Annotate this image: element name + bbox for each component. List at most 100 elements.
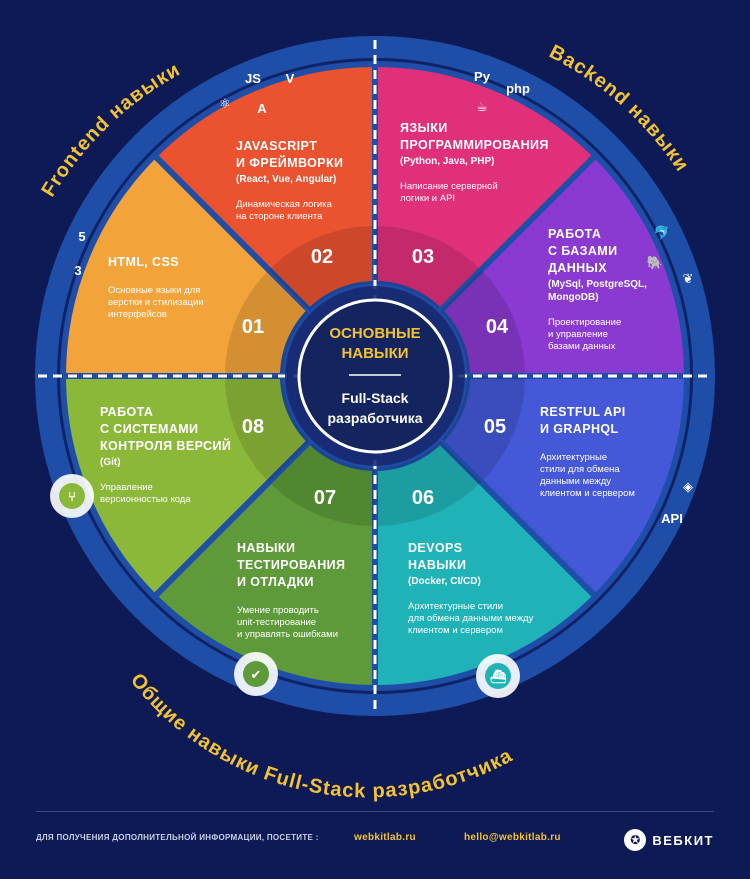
segment-description-04: и управление [548, 329, 608, 340]
svg-text:A: A [257, 101, 267, 116]
mysql-icon: 🐬 [654, 224, 670, 240]
segment-title-02: И ФРЕЙМВОРКИ [236, 155, 343, 170]
git-icon: ⑂ [50, 474, 94, 518]
center-title-2: НАВЫКИ [341, 345, 408, 362]
segment-title-08: С СИСТЕМАМИ [100, 422, 198, 436]
segment-inner-band-03 [375, 226, 482, 311]
segment-description-08: версионностью кода [100, 494, 191, 505]
segment-02 [150, 60, 378, 316]
center-title-1: ОСНОВНЫЕ [329, 325, 420, 342]
segment-title-08: РАБОТА [100, 405, 153, 419]
segment-description-01: верстки и стилизации [108, 297, 204, 308]
segment-description-02: Динамическая логика [236, 199, 333, 210]
segment-inner-band-07 [268, 441, 375, 526]
segment-description-01: Основные языки для [108, 285, 200, 296]
segment-title-02: JAVASCRIPT [236, 139, 317, 153]
docker-icon: ⛴ [476, 654, 520, 698]
segment-inner-band-01 [225, 269, 310, 376]
segment-title-05: И GRAPHQL [540, 422, 619, 436]
segment-subtitle-02: (React, Vue, Angular) [236, 174, 336, 185]
segment-description-03: Написание серверной [400, 181, 498, 192]
php-icon: php [506, 81, 530, 96]
svg-text:php: php [506, 81, 530, 96]
segment-03 [372, 60, 600, 316]
segment-number-01: 01 [242, 316, 264, 338]
segment-subtitle-06: (Docker, CI/CD) [408, 576, 481, 587]
svg-text:⑂: ⑂ [68, 489, 76, 504]
segment-description-05: стили для обмена [540, 464, 620, 475]
segment-description-05: данными между [540, 476, 611, 487]
svg-text:🐬: 🐬 [654, 224, 670, 240]
brand-logo-icon: ✪ [624, 829, 647, 851]
segment-description-02: на стороне клиента [236, 211, 323, 222]
segment-inner-band-02 [268, 226, 375, 311]
segment-number-03: 03 [412, 246, 434, 268]
footer-divider [36, 811, 714, 812]
segment-title-03: ПРОГРАММИРОВАНИЯ [400, 138, 549, 152]
segment-number-08: 08 [242, 416, 264, 438]
segment-description-08: Управление [100, 482, 153, 493]
center-circle [297, 298, 453, 454]
segment-description-05: Архитектурные [540, 452, 607, 463]
svg-text:☕: ☕ [476, 99, 488, 114]
svg-text:JS: JS [245, 71, 261, 86]
segment-04 [435, 151, 691, 379]
svg-text:⚛: ⚛ [219, 96, 231, 111]
check-circle-icon: ✔ [234, 652, 278, 696]
svg-text:🐘: 🐘 [647, 255, 663, 270]
svg-text:3: 3 [74, 263, 81, 278]
segment-inner-band-04 [440, 269, 525, 376]
brand-name: ВЕБКИТ [652, 832, 714, 848]
vue-icon: V [286, 71, 295, 86]
segment-title-04: ДАННЫХ [548, 261, 607, 275]
java-icon: ☕ [476, 99, 488, 114]
segment-subtitle-03: (Python, Java, PHP) [400, 156, 494, 167]
footer-email-link[interactable]: hello@webkitlab.ru [464, 832, 561, 843]
segment-inner-band-08 [225, 376, 310, 483]
svg-text:5: 5 [78, 229, 85, 244]
segment-title-03: ЯЗЫКИ [400, 121, 448, 135]
js-icon: JS [245, 71, 261, 86]
svg-text:⛴: ⛴ [490, 669, 507, 684]
segment-description-04: базами данных [548, 341, 616, 352]
footer-site-link[interactable]: webkitlab.ru [354, 832, 416, 843]
segment-number-07: 07 [314, 487, 336, 509]
segment-07 [150, 436, 378, 692]
segment-description-03: логики и API [400, 193, 455, 204]
svg-text:API: API [661, 511, 683, 526]
segment-number-04: 04 [486, 316, 509, 338]
segment-description-06: клиентом и сервером [408, 625, 503, 636]
segment-description-07: Умение проводить [237, 605, 319, 616]
angular-icon: A [257, 101, 267, 116]
segment-title-06: НАВЫКИ [408, 558, 466, 572]
segment-title-08: КОНТРОЛЯ ВЕРСИЙ [100, 438, 231, 453]
segment-05 [435, 373, 691, 601]
html5-icon: 5 [78, 229, 85, 244]
svg-text:Py: Py [474, 69, 491, 84]
segment-title-07: ТЕСТИРОВАНИЯ [237, 558, 345, 572]
footer-info: ДЛЯ ПОЛУЧЕНИЯ ДОПОЛНИТЕЛЬНОЙ ИНФОРМАЦИИ,… [36, 833, 319, 842]
segment-description-06: для обмена данными между [408, 613, 534, 624]
segment-title-07: И ОТЛАДКИ [237, 575, 314, 589]
segment-title-05: RESTFUL API [540, 405, 626, 419]
segment-subtitle-04: (MySql, PostgreSQL, [548, 279, 647, 290]
segment-description-06: Архитектурные стили [408, 601, 503, 612]
footer: ДЛЯ ПОЛУЧЕНИЯ ДОПОЛНИТЕЛЬНОЙ ИНФОРМАЦИИ,… [36, 829, 714, 851]
segment-inner-band-06 [375, 441, 482, 526]
css3-icon: 3 [74, 263, 81, 278]
segment-description-07: unit-тестирование [237, 617, 316, 628]
mongodb-icon: ❦ [683, 271, 694, 286]
python-icon: Py [474, 69, 491, 84]
segment-description-01: интерфейсов [108, 309, 167, 320]
segment-title-04: РАБОТА [548, 227, 601, 241]
postgresql-icon: 🐘 [647, 255, 663, 270]
segment-subtitle-08: (Git) [100, 457, 121, 468]
svg-text:V: V [286, 71, 295, 86]
segments-layer [59, 60, 691, 692]
segment-subtitle-04: MongoDB) [548, 292, 599, 303]
svg-text:◈: ◈ [683, 479, 693, 494]
rest-api-icon: API [661, 511, 683, 526]
segment-description-04: Проектирование [548, 317, 621, 328]
segment-number-05: 05 [484, 416, 506, 438]
